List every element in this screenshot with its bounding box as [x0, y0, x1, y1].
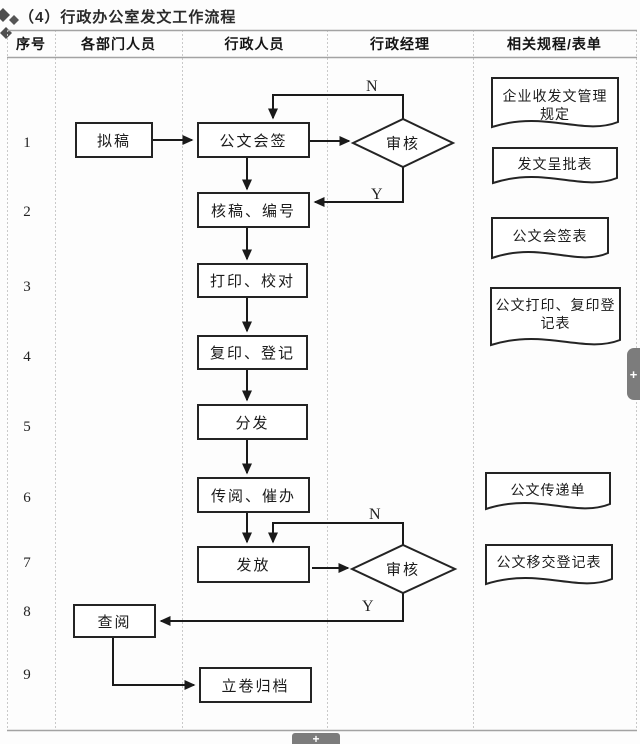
document-shape-delivery-slip: [485, 472, 611, 511]
row-number-8: 8: [23, 604, 31, 620]
document-print-copy-register-line2: 记表: [540, 315, 571, 331]
branch-label-n2: N: [369, 506, 381, 523]
step-consult: 查阅: [73, 604, 156, 638]
document-transfer-register: 公文移交登记表: [496, 554, 602, 570]
document-shape-transfer-register: [485, 544, 613, 586]
row-number-3: 3: [23, 279, 31, 295]
flow-arrows: [112, 94, 404, 690]
column-header-admin: 行政人员: [224, 36, 285, 52]
document-shapes: [485, 77, 621, 586]
column-header-manager: 行政经理: [370, 36, 430, 52]
step-circulate-urge: 传阅、催办: [197, 477, 310, 513]
document-shape-regulations: [491, 77, 619, 129]
expand-right-button[interactable]: +: [627, 348, 640, 400]
document-regulations: 企业收发文管理 规定: [492, 87, 618, 123]
document-print-copy-register-line1: 公文打印、复印登: [495, 297, 616, 313]
document-shape-countersign-form: [491, 217, 609, 260]
column-header-seq: 序号: [16, 36, 46, 52]
decision-review1-shape: [350, 117, 456, 169]
page-title: （4）行政办公室发文工作流程: [19, 9, 237, 26]
document-print-copy-register: 公文打印、复印登 记表: [491, 296, 620, 332]
row-number-9: 9: [23, 667, 31, 683]
row-number-6: 6: [23, 490, 31, 506]
document-shape-approval-form: [492, 147, 618, 185]
step-countersign: 公文会签: [197, 122, 310, 158]
row-number-4: 4: [23, 349, 31, 365]
document-regulations-line2: 规定: [540, 106, 570, 122]
step-print-proof: 打印、校对: [197, 263, 308, 298]
document-countersign-form: 公文会签表: [512, 228, 588, 244]
branch-label-y2: Y: [362, 598, 374, 615]
branch-label-y1: Y: [371, 186, 383, 203]
step-copy-register: 复印、登记: [197, 335, 308, 370]
step-issue: 发放: [197, 546, 310, 583]
step-draft: 拟稿: [75, 122, 153, 158]
decision-review1-label: 审核: [385, 135, 421, 153]
row-number-7: 7: [23, 555, 31, 571]
expand-bottom-button[interactable]: +: [292, 733, 340, 744]
step-archive: 立卷归档: [199, 667, 312, 703]
document-shape-print-copy-register: [490, 287, 621, 347]
document-regulations-line1: 企业收发文管理: [502, 88, 608, 104]
step-distribute: 分发: [197, 404, 308, 440]
table-borders: [7, 29, 637, 732]
column-header-dept: 各部门人员: [81, 36, 156, 52]
row-number-5: 5: [23, 419, 31, 435]
decision-review2-shape: [349, 543, 458, 595]
row-number-2: 2: [23, 204, 31, 220]
branch-label-n1: N: [366, 78, 378, 95]
step-review-number: 核稿、编号: [197, 192, 310, 228]
decision-review2-label: 审核: [385, 561, 421, 579]
document-approval-form: 发文呈批表: [517, 156, 593, 172]
document-delivery-slip: 公文传递单: [510, 482, 586, 498]
column-header-forms: 相关规程/表单: [507, 36, 602, 52]
row-number-1: 1: [23, 135, 31, 151]
